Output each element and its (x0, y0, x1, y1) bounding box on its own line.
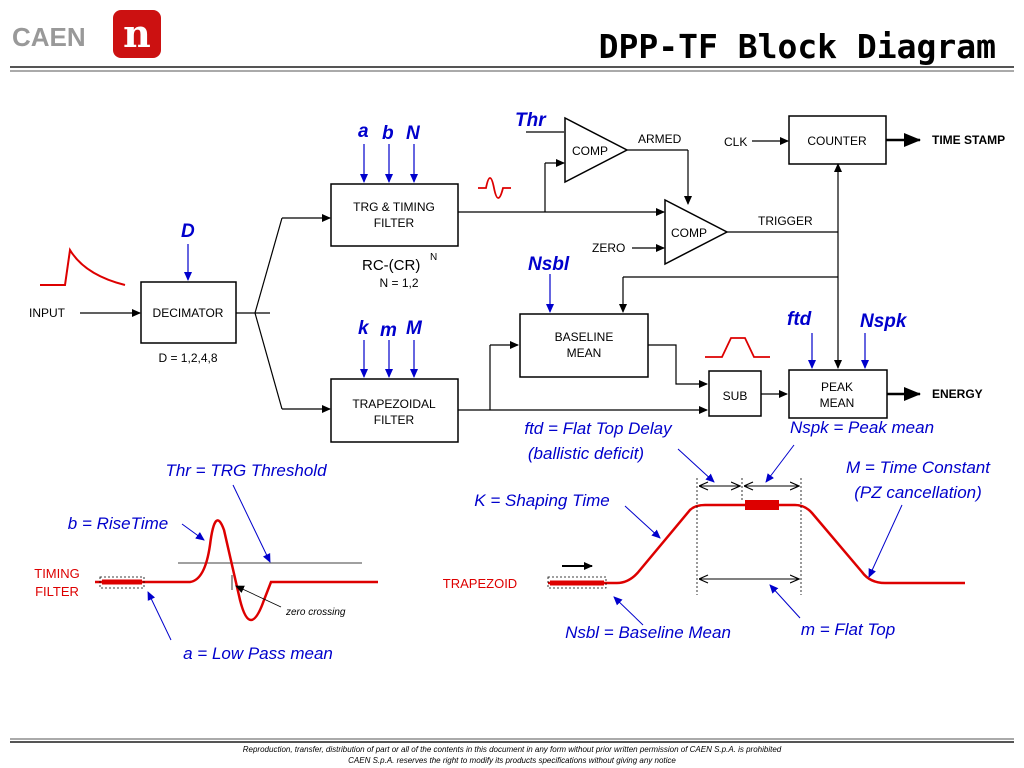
footer: Reproduction, transfer, distribution of … (0, 744, 1024, 766)
ftd-pointer (677, 448, 715, 483)
trapezoid-sketch (547, 444, 965, 626)
shaping-time-pointer (624, 505, 661, 539)
legend-b: b = RiseTime (68, 514, 168, 533)
param-n-label: N (406, 123, 421, 144)
diagram-notes: RC-(CR) N N = 1,2 D = 1,2,4,8 (158, 252, 437, 365)
timing-filter-title-2: FILTER (35, 584, 79, 599)
legend-texts: ftd = Flat Top Delay (ballistic deficit)… (68, 418, 991, 663)
baseline-mean-pointer (613, 596, 644, 626)
counter-label: COUNTER (807, 134, 867, 148)
baseline-label-2: MEAN (567, 346, 602, 360)
comp-trigger-label: COMP (671, 226, 707, 240)
param-k-label: k (358, 318, 370, 339)
energy-label: ENERGY (932, 387, 983, 401)
peak-mean-block (788, 369, 888, 419)
time-constant-pointer (868, 504, 903, 578)
bipolar-pulse-icon (478, 177, 511, 199)
threshold-pointer (232, 484, 271, 563)
logo-mark-letter: n (123, 11, 151, 56)
zero-crossing-pointer (235, 585, 282, 608)
timing-filter-sketch (95, 484, 378, 641)
trap-label-2: FILTER (374, 413, 415, 427)
legend-thr: Thr = TRG Threshold (165, 461, 327, 480)
trg-filter-label-1: TRG & TIMING (353, 200, 435, 214)
zero-label: ZERO (592, 241, 625, 255)
baseline-label-1: BASELINE (555, 330, 614, 344)
sketch-titles: TIMING FILTER TRAPEZOID (34, 566, 517, 599)
baseline-to-sub (648, 344, 708, 388)
rc-cr-exponent: N (430, 252, 437, 263)
trapezoid-waveform (548, 503, 965, 585)
split-to-trap (254, 312, 283, 410)
param-M-label: M (406, 318, 423, 339)
param-b-label: b (382, 123, 394, 144)
trap-label-1: TRAPEZOIDAL (352, 397, 436, 411)
legend-nspk: Nspk = Peak mean (790, 418, 934, 437)
header: CAEN n DPP-TF Block Diagram (10, 10, 1014, 72)
legend-k: K = Shaping Time (474, 491, 609, 510)
peak-mean-label-2: MEAN (820, 396, 855, 410)
param-d-label: D (181, 221, 195, 242)
logo-text: CAEN (12, 22, 86, 52)
legend-ftd-1: ftd = Flat Top Delay (524, 419, 673, 438)
param-thr-label: Thr (515, 110, 547, 131)
input-pulse-icon (40, 247, 126, 286)
d-values-label: D = 1,2,4,8 (158, 351, 217, 365)
peak-window (745, 500, 779, 510)
block-labels: DECIMATOR TRG & TIMING FILTER COMP COMP … (153, 134, 867, 427)
trigger-label: TRIGGER (758, 214, 813, 228)
block-diagram (40, 115, 921, 443)
timing-filter-title-1: TIMING (34, 566, 80, 581)
peak-mean-label-1: PEAK (821, 380, 853, 394)
input-label: INPUT (29, 306, 66, 320)
trg-timing-filter-block (330, 183, 459, 247)
time-stamp-label: TIME STAMP (932, 133, 1005, 147)
risetime-pointer (181, 523, 205, 541)
comp-top-label: COMP (572, 144, 608, 158)
baseline-window (547, 576, 607, 589)
split-to-trg (254, 217, 283, 314)
n-values-label: N = 1,2 (379, 276, 418, 290)
zero-crossing-label: zero crossing (285, 607, 346, 618)
param-nsbl-label: Nsbl (528, 254, 570, 275)
param-m-label: m (380, 320, 397, 341)
parameter-labels: Thr a b N D Nsbl k m M ftd Nspk (181, 110, 908, 341)
legend-m: m = Flat Top (801, 620, 895, 639)
rc-cr-label: RC-(CR) (362, 257, 420, 274)
sub-label: SUB (723, 389, 748, 403)
param-a-label: a (358, 121, 369, 142)
footer-line-2: CAEN S.p.A. reserves the right to modify… (348, 756, 676, 765)
trapezoid-title: TRAPEZOID (443, 576, 517, 591)
page-title: DPP-TF Block Diagram (599, 27, 996, 66)
decimator-label: DECIMATOR (153, 306, 224, 320)
trg-filter-label-2: FILTER (374, 216, 415, 230)
legend-M-1: M = Time Constant (846, 458, 991, 477)
comp-trigger-triangle (664, 198, 729, 266)
timing-filter-waveform (95, 519, 378, 622)
legend-a: a = Low Pass mean (183, 644, 333, 663)
legend-nsbl: Nsbl = Baseline Mean (565, 623, 731, 642)
param-ftd-label: ftd (787, 309, 812, 330)
low-pass-pointer (147, 591, 172, 641)
comp-top-triangle (564, 116, 629, 184)
low-pass-window (99, 576, 145, 589)
legend-M-2: (PZ cancellation) (854, 483, 982, 502)
footer-line-1: Reproduction, transfer, distribution of … (242, 745, 782, 754)
armed-label: ARMED (638, 132, 682, 146)
logo-mark-icon (113, 10, 161, 58)
signal-labels: INPUT ARMED CLK TIME STAMP TRIGGER ZERO … (29, 132, 1005, 401)
trapezoid-pulse-icon (705, 337, 770, 358)
legend-ftd-2: (ballistic deficit) (528, 444, 644, 463)
clk-label: CLK (724, 135, 747, 149)
param-nspk-label: Nspk (860, 311, 908, 332)
nspk-pointer (765, 444, 795, 483)
flat-top-pointer (769, 584, 801, 619)
